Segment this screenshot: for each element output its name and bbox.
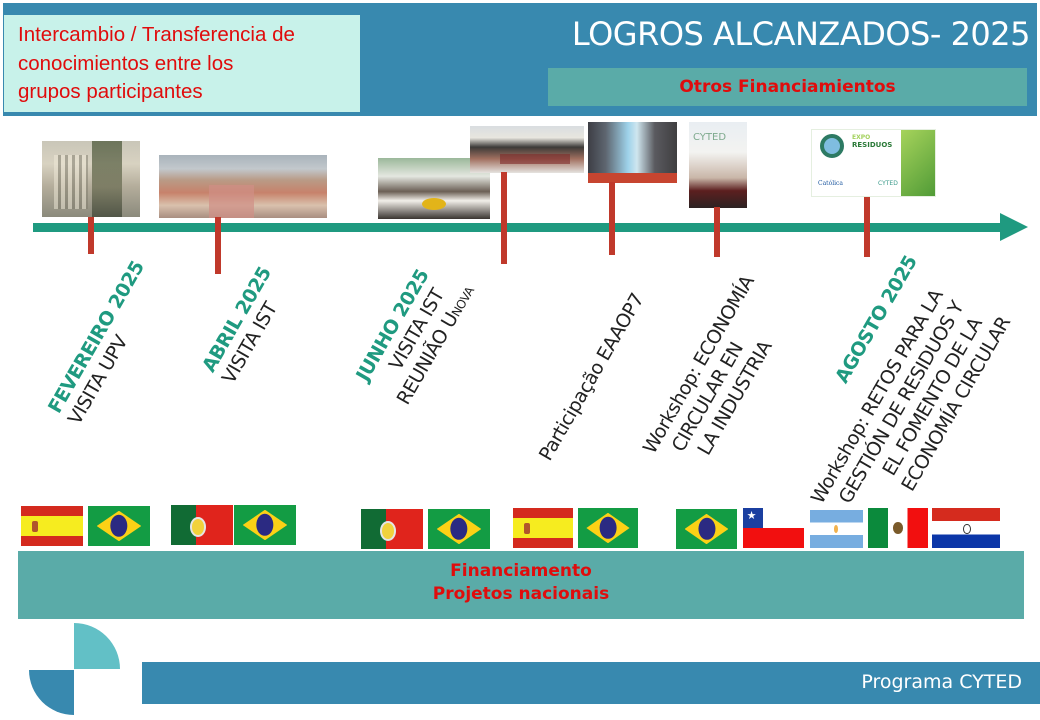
- page-title: LOGROS ALCANZADOS- 2025: [571, 15, 1031, 53]
- cyted-text: CYTED: [878, 180, 898, 187]
- other-funding-banner: Otros Financiamientos: [548, 68, 1027, 106]
- timeline-tick-jun: [501, 172, 507, 264]
- catolica-text: Católica: [818, 180, 843, 187]
- timeline-tick-apr: [215, 217, 221, 274]
- timeline-tick-feb: [88, 217, 94, 254]
- photo-cyted-text: CYTED: [693, 132, 727, 143]
- flag-brazil-icon: [234, 505, 296, 545]
- footer-program-label: Programa CYTED: [861, 671, 1022, 693]
- event-feb: FEVEREIRO 2025 VISITA UPV: [44, 257, 170, 429]
- expo-logo-icon: [820, 134, 844, 158]
- timeline-tick-workshop1: [714, 207, 720, 257]
- timeline-arrow-icon: [1000, 213, 1028, 241]
- flag-spain-icon: [513, 508, 573, 548]
- event-workshop-industria: Workshop: ECONOMÍA CIRCULAR EN LA INDUST…: [638, 271, 801, 482]
- flag-paraguay-icon: [932, 508, 1000, 548]
- photo-eaaop7-group: [588, 122, 677, 183]
- flag-brazil-icon: [676, 509, 737, 549]
- photo-upv-building: [42, 141, 140, 217]
- flag-chile-icon: [743, 508, 804, 548]
- residuos-text: RESIDUOS: [852, 141, 893, 149]
- other-funding-label: Otros Financiamientos: [679, 77, 896, 97]
- flag-brazil-icon: [578, 508, 638, 548]
- flag-portugal-icon: [361, 509, 423, 549]
- timeline-tick-aug: [864, 197, 870, 257]
- funding-line-2: Projetos nacionais: [432, 584, 610, 604]
- event-text-sub: NOVA: [448, 284, 477, 320]
- flag-spain-icon: [21, 506, 83, 546]
- flag-brazil-icon: [88, 506, 150, 546]
- photo-lisbon-panorama: [159, 155, 327, 218]
- event-eaaop7: Participação EAAOP7: [534, 289, 649, 465]
- flag-brazil-icon: [428, 509, 490, 549]
- expo-text: EXPO: [852, 134, 871, 141]
- event-apr: ABRIL 2025 VISITA IST: [198, 263, 297, 388]
- event-workshop-residuos: Workshop: RETOS PARA LA GESTIÓN DE RESID…: [806, 277, 1016, 544]
- funding-line-1: Financiamento: [450, 561, 592, 581]
- flag-portugal-icon: [171, 505, 233, 545]
- photo-unova-meeting: [470, 126, 584, 173]
- timeline-line: [33, 223, 1005, 232]
- intro-box: Intercambio / Transferencia de conocimie…: [4, 15, 360, 112]
- event-text: Participação EAAOP7: [534, 289, 649, 465]
- flag-mexico-icon: [868, 508, 928, 548]
- photo-expo-residuos: EXPO RESIDUOS Católica CYTED: [811, 129, 936, 197]
- national-funding-banner: Financiamento Projetos nacionais: [18, 551, 1024, 619]
- footer-band: Programa CYTED: [142, 662, 1040, 704]
- event-jun: JUNHO 2025 VISITA IST REUNIÃO UNOVA: [352, 258, 481, 410]
- flag-argentina-icon: [810, 510, 863, 548]
- cyted-logo-quarter-icon: [29, 670, 74, 715]
- cyted-logo-quarter-icon: [74, 623, 120, 669]
- intro-line: grupos participantes: [18, 80, 203, 103]
- timeline-tick-eaaop7: [609, 182, 615, 255]
- intro-line: Intercambio / Transferencia de: [18, 23, 295, 46]
- intro-line: conocimientos entre los: [18, 51, 234, 75]
- photo-cyted-workshop: CYTED: [689, 122, 747, 208]
